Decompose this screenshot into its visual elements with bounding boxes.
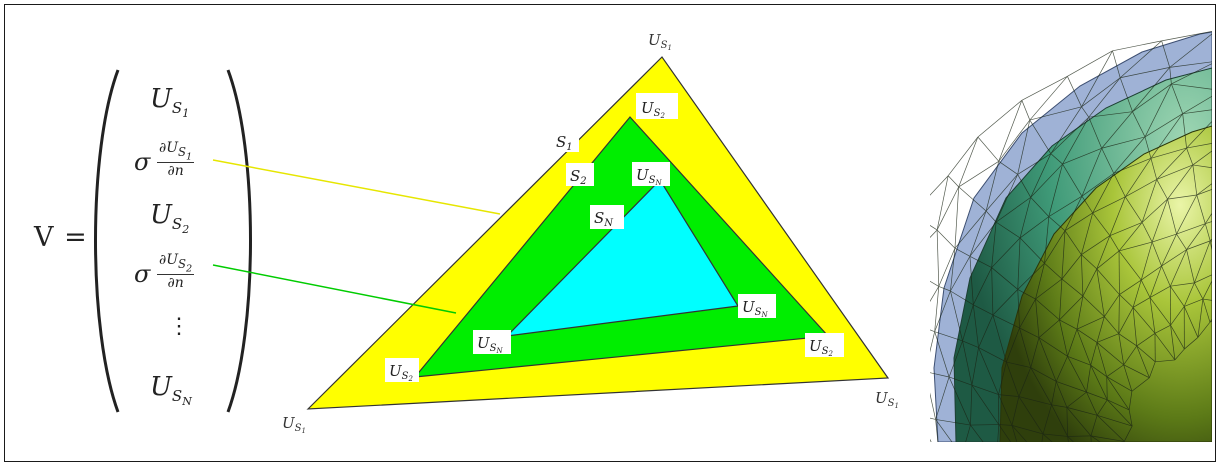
- svg-text:USN: USN: [742, 298, 769, 319]
- connector-line-s1: [212, 159, 501, 215]
- nested-mesh-spheres: [930, 31, 1212, 442]
- outer-vertex-right-label: US1: [875, 389, 899, 410]
- surface-sn-cyan-layer: [505, 179, 739, 337]
- outer-vertex-left-label: US1: [282, 414, 306, 435]
- svg-text:SN: SN: [594, 209, 614, 229]
- cyan-vertex-right-label: USN: [738, 294, 776, 319]
- green-vertex-right-label: US2: [805, 333, 844, 358]
- surface-s2-name-label: S2: [566, 163, 594, 187]
- surface-s1-name-label: S1: [552, 130, 579, 153]
- surface-sn-name-label: SN: [590, 205, 624, 229]
- outer-vertex-top-label: US1: [648, 31, 672, 52]
- right-paren: [226, 69, 252, 413]
- svg-text:S1: S1: [556, 133, 573, 153]
- vector-entry-usn: USN: [150, 372, 192, 409]
- normal-derivative-s1: ∂US1 ∂n: [157, 140, 195, 180]
- svg-text:S2: S2: [570, 167, 587, 187]
- normal-derivative-s2: ∂US2 ∂n: [157, 252, 195, 292]
- svg-text:US2: US2: [809, 337, 834, 358]
- cyan-vertex-top-label: USN: [632, 162, 670, 187]
- vector-entry-us1: US1: [150, 84, 190, 121]
- connector-line-s2: [212, 264, 457, 314]
- left-paren: [94, 69, 120, 413]
- svg-text:US2: US2: [389, 362, 414, 383]
- svg-text:USN: USN: [636, 166, 663, 187]
- green-vertex-top-label: US2: [636, 93, 678, 120]
- svg-text:US2: US2: [641, 99, 666, 120]
- green-vertex-left-label: US2: [385, 358, 419, 383]
- vector-entry-flux-s2: σ: [134, 260, 151, 288]
- vector-entry-us2: US2: [150, 200, 190, 237]
- svg-text:USN: USN: [477, 334, 504, 355]
- vector-entry-flux-s1: σ: [134, 148, 151, 176]
- equation-lhs: V =: [34, 222, 88, 253]
- cyan-vertex-left-label: USN: [473, 330, 511, 355]
- mesh-wireframe: [930, 31, 1212, 442]
